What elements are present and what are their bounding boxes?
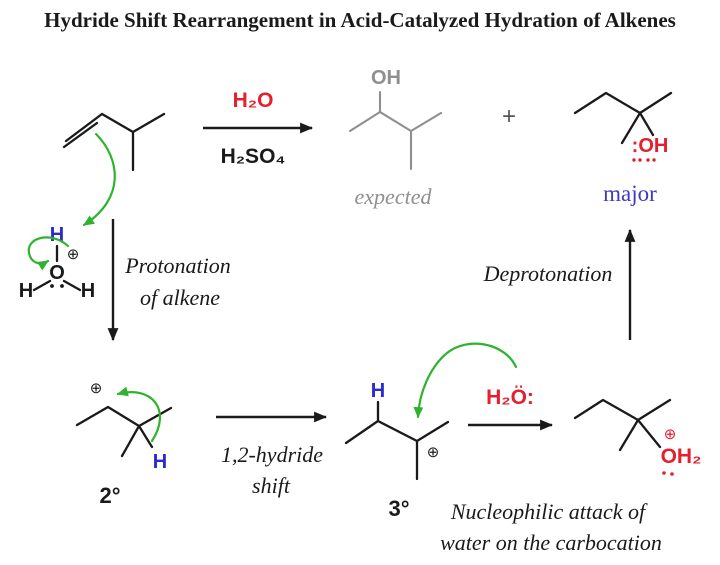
cation2-skeleton (75, 405, 173, 458)
protonation-label-line2: of alkene (140, 285, 220, 310)
expected-skeleton (348, 90, 443, 171)
hydronium-h-right: H (81, 280, 95, 302)
nucleophilic-attack-label: Nucleophilic attack of water on the carb… (440, 499, 662, 555)
curved-arrow-protonation (82, 132, 116, 227)
lone-pair-dot (646, 158, 650, 162)
cation2-label: 2° (99, 483, 120, 508)
hydronium-charge: ⊕ (67, 246, 80, 263)
tertiary-carbocation: H ⊕ 3° (344, 380, 450, 521)
hydronium-oxygen: O (49, 262, 65, 284)
expected-product: OH expected (348, 67, 443, 209)
cation3-label: 3° (388, 496, 409, 521)
hydride-label-line2: shift (252, 473, 291, 498)
hydronium-ion: H ⊕ O H H (19, 224, 95, 302)
cation2-charge: ⊕ (90, 380, 103, 397)
oxonium-charge: ⊕ (664, 426, 677, 443)
cation3-skeleton (344, 400, 450, 481)
water-nucleophile-step: H₂Ö: (413, 342, 554, 431)
reagent-below-arrow: H₂SO₄ (221, 145, 286, 168)
curved-arrow-water-attack (413, 342, 518, 419)
hydronium-bonds (32, 244, 82, 292)
cation3-hydride: H (371, 380, 385, 402)
reaction-arrow: H₂O H₂SO₄ (203, 89, 314, 168)
cation3-charge: ⊕ (427, 444, 440, 461)
plus-sign: + (502, 103, 516, 130)
expected-label: expected (355, 184, 433, 209)
starting-alkene (62, 112, 166, 172)
lone-pair-dot (670, 472, 674, 476)
lone-pair-dot (652, 158, 656, 162)
major-skeleton (573, 91, 673, 145)
curved-arrow-hydride-shift (116, 386, 162, 443)
deprotonation-label: Deprotonation (483, 261, 613, 286)
protonation-label-line1: Protonation (124, 253, 231, 278)
hydride-label-line1: 1,2-hydride (221, 442, 323, 467)
lone-pair-dot (662, 471, 666, 475)
major-hydroxyl: :OH (632, 135, 669, 157)
nucleophilic-label-line1: Nucleophilic attack of (450, 499, 648, 524)
oxonium-oh2: OH₂ (661, 445, 702, 468)
secondary-carbocation: ⊕ H 2° (75, 380, 173, 508)
expected-hydroxyl: OH (371, 67, 401, 89)
hydronium-h-left: H (19, 280, 33, 302)
oxonium-skeleton (573, 398, 672, 452)
alkene-skeleton (62, 112, 166, 172)
curved-arrow-o-h-bond (27, 236, 70, 271)
water-nucleophile: H₂Ö: (486, 386, 534, 409)
major-label: major (603, 181, 657, 206)
major-product: :OH major (573, 91, 673, 206)
oxonium-product: ⊕ OH₂ (573, 398, 702, 476)
lone-pair-dot (60, 284, 64, 288)
cation2-hydride: H (153, 451, 167, 473)
reagent-above-arrow: H₂O (233, 89, 274, 112)
lone-pair-dot (50, 284, 54, 288)
lone-pair-dot (638, 158, 642, 162)
nucleophilic-label-line2: water on the carbocation (440, 530, 662, 555)
diagram-title: Hydride Shift Rearrangement in Acid-Cata… (44, 8, 676, 32)
lone-pair-dot (632, 158, 636, 162)
hydride-shift-step: 1,2-hydride shift (216, 411, 328, 498)
deprotonation-step: Deprotonation (483, 228, 636, 340)
protonation-step: Protonation of alkene (107, 219, 231, 342)
